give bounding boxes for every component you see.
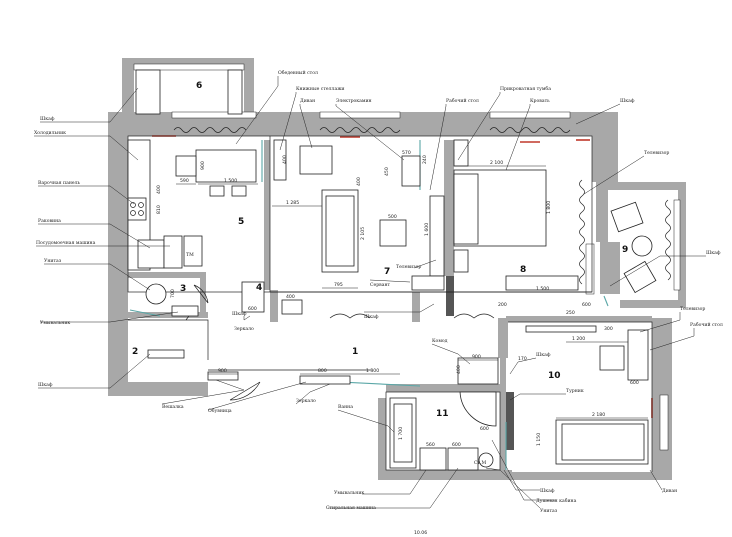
label-prikrovatnaya: Прикроватная тумба: [500, 85, 551, 92]
label-televizor-right: Телевизор: [644, 150, 669, 156]
label-unitaz-left: Унитаз: [44, 258, 62, 264]
label-tm: ТМ: [186, 252, 194, 258]
room-11-number: 11: [436, 409, 449, 419]
room-10-number: 10: [548, 371, 561, 381]
leader-lines: [34, 76, 706, 509]
dim-600d: 600: [630, 380, 639, 386]
label-stm: Ст.М: [474, 460, 487, 466]
dim-300: 300: [604, 326, 613, 332]
dim-170: 170: [518, 356, 527, 362]
label-shkaf-top-right: Шкаф: [620, 97, 635, 104]
dim-1300: 1 300: [366, 368, 379, 374]
dim-1200: 1 200: [572, 336, 585, 342]
dim-900b: 900: [218, 368, 227, 374]
room-2-number: 2: [132, 347, 138, 357]
furniture: [127, 69, 657, 471]
label-umyvalnik-left: Умывальник: [40, 320, 70, 326]
dim-900a: 900: [200, 161, 206, 170]
label-turnik: Турник: [566, 388, 584, 394]
label-elektrokamin: Электрокамин: [336, 98, 372, 104]
label-vanna: Ванна: [338, 404, 353, 410]
label-televizor-10: Телевизор: [680, 306, 705, 312]
dim-1500: 1 500: [224, 178, 237, 184]
dim-2105: 2 105: [360, 227, 366, 240]
dim-1700: 1 700: [398, 427, 404, 440]
label-shkaf-top: Шкаф: [40, 115, 55, 122]
label-zerkalo-mid: Зеркало: [296, 398, 316, 404]
label-stiralnaya: Стиральная машина: [326, 505, 376, 511]
dim-560: 560: [426, 442, 435, 448]
dim-900c: 900: [472, 354, 481, 360]
room-6-number: 6: [196, 81, 202, 91]
dim-600b: 600: [452, 442, 461, 448]
dim-600e: 600: [582, 302, 591, 308]
label-komod: Комод: [432, 338, 448, 344]
label-servant: Сервант: [370, 282, 391, 288]
label-posudomoechnaya: Посудомоечная машина: [36, 240, 96, 246]
label-veshalka: Вешалка: [162, 404, 184, 410]
label-krovat: Кровать: [530, 98, 550, 104]
label-divan-top: Диван: [300, 98, 315, 104]
footer-text: 10.06: [414, 530, 427, 536]
label-rabochiy-stol-top: Рабочий стол: [446, 97, 479, 104]
room-4-number: 4: [256, 283, 262, 293]
dimension-values: 590 1 500 900 810 400 1 285 400 400 570 …: [156, 150, 639, 448]
dim-800: 800: [318, 368, 327, 374]
label-shkaf-mid: Шкаф: [364, 313, 379, 320]
dim-1150: 1 150: [536, 433, 542, 446]
dim-250: 250: [566, 310, 575, 316]
dim-600c: 600: [480, 426, 489, 432]
dim-200: 200: [498, 302, 507, 308]
room-1-number: 1: [352, 347, 358, 357]
label-dushevaya: Душевая кабина: [536, 497, 577, 504]
room-5-number: 5: [238, 217, 244, 227]
dim-570: 570: [402, 150, 411, 156]
label-obuvnitsa: Обувница: [208, 407, 232, 414]
label-televizor-mid: Телевизор: [396, 264, 421, 270]
label-umyvalnik-bottom: Умывальник: [334, 490, 364, 496]
curtains: [173, 127, 671, 285]
dim-450: 450: [384, 167, 390, 176]
label-divan-10: Диван: [662, 488, 677, 494]
label-rabochiy-stol-10: Рабочий стол: [690, 321, 723, 328]
dim-810: 810: [156, 205, 162, 214]
dim-1500b: 1 500: [536, 286, 549, 292]
label-shkaf-right: Шкаф: [706, 249, 721, 256]
dim-795: 795: [334, 282, 343, 288]
dim-400b: 400: [282, 155, 288, 164]
label-shkaf-small: Шкаф: [232, 310, 247, 317]
room-3-number: 3: [180, 284, 186, 294]
label-shkaf-left: Шкаф: [38, 381, 53, 388]
dimension-lines: [176, 165, 648, 419]
room-numbers: 1 2 3 4 5 6 7 8 9 10 11: [132, 81, 628, 419]
label-varochnaya: Варочная панель: [38, 180, 81, 186]
dim-400a: 400: [156, 185, 162, 194]
dim-2100: 2 100: [490, 160, 503, 166]
dim-590: 590: [180, 178, 189, 184]
dim-1800: 1 800: [546, 201, 552, 214]
dim-1285: 1 285: [286, 200, 299, 206]
dim-400d: 400: [286, 294, 295, 300]
dim-400c: 400: [356, 177, 362, 186]
label-unitaz-bottom: Унитаз: [540, 508, 558, 514]
room-8-number: 8: [520, 265, 526, 275]
label-rakovina: Раковина: [38, 218, 61, 224]
label-obedenny-stol: Обеденный стол: [278, 69, 318, 76]
dim-500: 500: [388, 214, 397, 220]
dim-240: 240: [422, 155, 428, 164]
label-shkaf-bottom: Шкаф: [540, 487, 555, 494]
dim-700: 700: [170, 289, 176, 298]
callout-labels: Шкаф Холодильник Варочная панель Раковин…: [34, 69, 723, 514]
dim-600a: 600: [248, 306, 257, 312]
label-knizhnye-stellazhi: Книжные стеллажи: [296, 86, 345, 92]
room-9-number: 9: [622, 245, 628, 255]
dim-1600: 1 600: [424, 223, 430, 236]
label-shkaf-10: Шкаф: [536, 351, 551, 358]
dim-400e: 400: [456, 365, 462, 374]
dim-2180: 2 180: [592, 412, 605, 418]
label-holodilnik: Холодильник: [34, 130, 66, 136]
label-zerkalo-left: Зеркало: [234, 326, 254, 332]
room-7-number: 7: [384, 267, 390, 277]
